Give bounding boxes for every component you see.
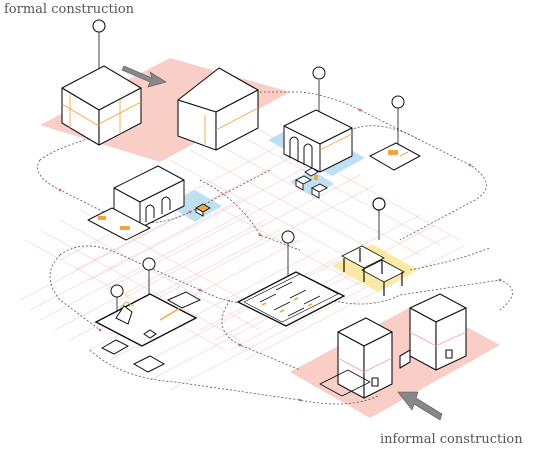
informal-construction-label: informal construction	[380, 432, 523, 447]
stalls-cluster	[295, 167, 328, 199]
zone-informal-bottom	[290, 302, 500, 418]
formal-construction-label: formal construction	[4, 2, 135, 17]
arrow-informal-icon	[397, 391, 443, 421]
square-platform	[94, 257, 202, 373]
formal-block-b	[177, 67, 259, 151]
arrow-formal-icon	[121, 65, 167, 88]
path-arrow-ticks	[58, 108, 502, 402]
platform-top-right	[368, 95, 422, 171]
informal-house-1	[319, 317, 393, 399]
market-platform	[236, 230, 346, 327]
frame-structure	[341, 197, 405, 296]
informal-house-2	[399, 293, 467, 371]
arched-hall-left	[87, 165, 211, 241]
arched-hall-top	[283, 66, 353, 173]
formal-block-a	[61, 19, 142, 146]
